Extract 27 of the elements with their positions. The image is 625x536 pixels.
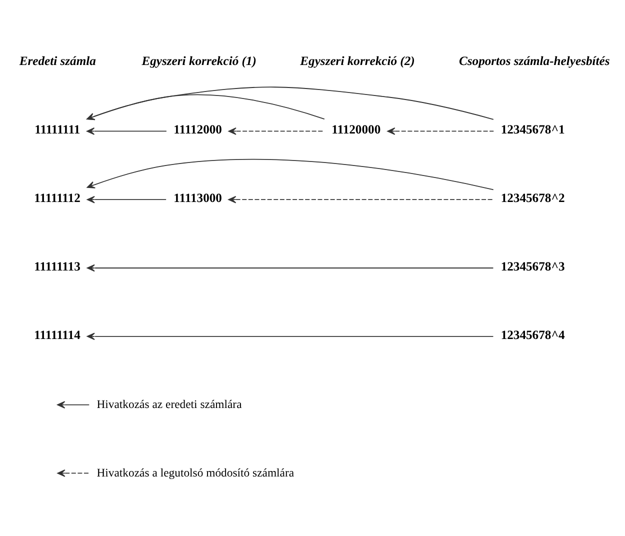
arrow	[86, 196, 167, 204]
node-text: 11111111	[34, 122, 80, 137]
label: Csoportos számla-helyesbítés	[458, 54, 610, 68]
arrow	[228, 128, 325, 135]
arrow	[86, 86, 494, 120]
arrow	[387, 128, 494, 135]
label: Egyszeri korrekció (1)	[142, 54, 256, 68]
node-text: 11111114	[34, 328, 80, 342]
node-text: 12345678^3	[500, 259, 565, 274]
arrow	[86, 94, 325, 120]
arrow	[86, 158, 494, 190]
node-text: 11111113	[34, 259, 80, 274]
arrow	[86, 128, 167, 135]
node-text: 11111112	[34, 191, 80, 206]
node-text: 12345678^2	[500, 191, 565, 206]
label: Eredeti számla	[19, 54, 96, 68]
label: Egyszeri korrekció (2)	[300, 54, 415, 68]
legend-label: Hivatkozás az eredeti számlára	[96, 398, 242, 411]
node-text: 11113000	[174, 191, 222, 206]
node-text: 12345678^1	[500, 122, 565, 137]
arrow	[86, 264, 494, 272]
node-text: 12345678^4	[500, 328, 565, 342]
arrow	[228, 196, 494, 204]
node-text: 11120000	[332, 122, 381, 137]
node-text: 11112000	[174, 122, 222, 137]
legend-label: Hivatkozás a legutolsó módosító számlára	[96, 466, 294, 480]
arrow	[86, 332, 494, 340]
